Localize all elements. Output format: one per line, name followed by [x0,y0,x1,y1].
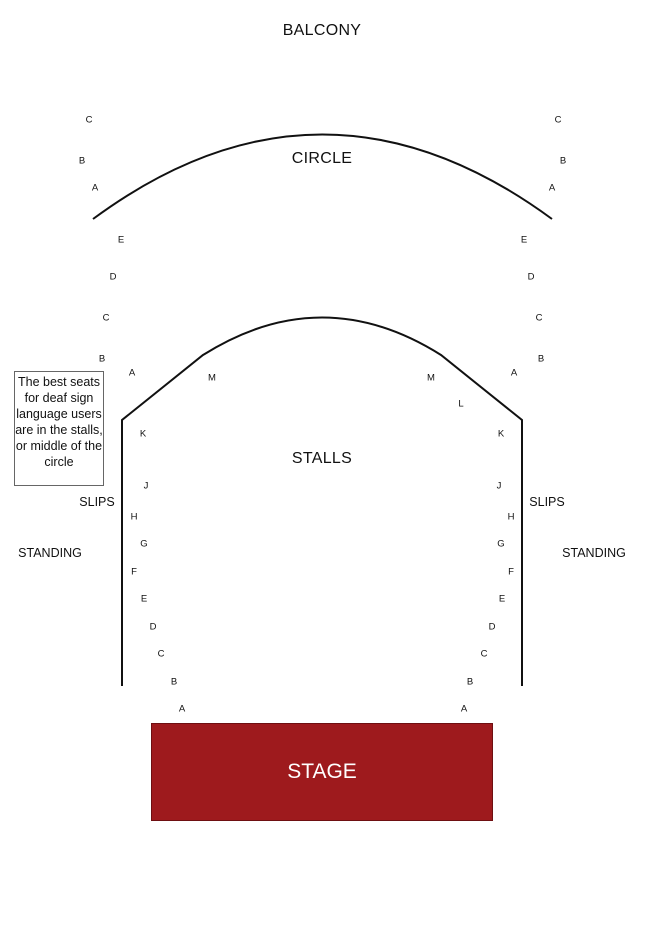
balcony-row-label: B [559,155,567,167]
balcony-label: BALCONY [282,22,362,39]
stage: STAGE [151,723,493,821]
stalls-row-label: A [460,703,468,715]
balcony-row-label: A [91,182,99,194]
circle-label: CIRCLE [291,150,353,167]
stalls-outline [121,316,523,686]
stalls-row-label: J [143,480,149,492]
stalls-label: STALLS [291,450,353,467]
stalls-row-label: H [130,511,138,523]
stalls-row-label: D [488,621,496,633]
slips-left-label: SLIPS [79,495,115,509]
circle-row-label: C [535,312,543,324]
circle-row-label: E [117,234,125,246]
circle-row-label: B [98,353,106,365]
slips-right-label: SLIPS [529,495,565,509]
standing-right-label: STANDING [562,546,626,560]
stalls-row-label: B [466,676,474,688]
balcony-row-label: C [554,114,562,126]
stalls-row-label: C [157,648,165,660]
accessibility-note: The best seats for deaf sign language us… [14,371,104,486]
stalls-row-label: L [458,398,464,410]
stage-label: STAGE [287,760,357,783]
standing-left-label: STANDING [18,546,82,560]
circle-front-arc [92,133,553,220]
circle-row-label: D [109,271,117,283]
stalls-row-label: M [427,372,435,384]
circle-row-label: A [128,367,136,379]
stalls-row-label: D [149,621,157,633]
stalls-row-label: F [508,566,514,578]
stalls-row-label: K [139,428,147,440]
stalls-row-label: C [480,648,488,660]
stalls-row-label: G [497,538,505,550]
circle-row-label: B [537,353,545,365]
stalls-row-label: H [507,511,515,523]
stalls-row-label: K [497,428,505,440]
circle-row-label: A [510,367,518,379]
stalls-row-label: F [131,566,137,578]
stalls-row-label: J [496,480,502,492]
stalls-row-label: A [178,703,186,715]
balcony-row-label: A [548,182,556,194]
circle-row-label: E [520,234,528,246]
stalls-row-label: M [208,372,216,384]
circle-row-label: C [102,312,110,324]
stalls-row-label: E [498,593,506,605]
balcony-row-label: C [85,114,93,126]
stalls-row-label: G [140,538,148,550]
stalls-row-label: E [140,593,148,605]
circle-row-label: D [527,271,535,283]
balcony-row-label: B [78,155,86,167]
stalls-row-label: B [170,676,178,688]
